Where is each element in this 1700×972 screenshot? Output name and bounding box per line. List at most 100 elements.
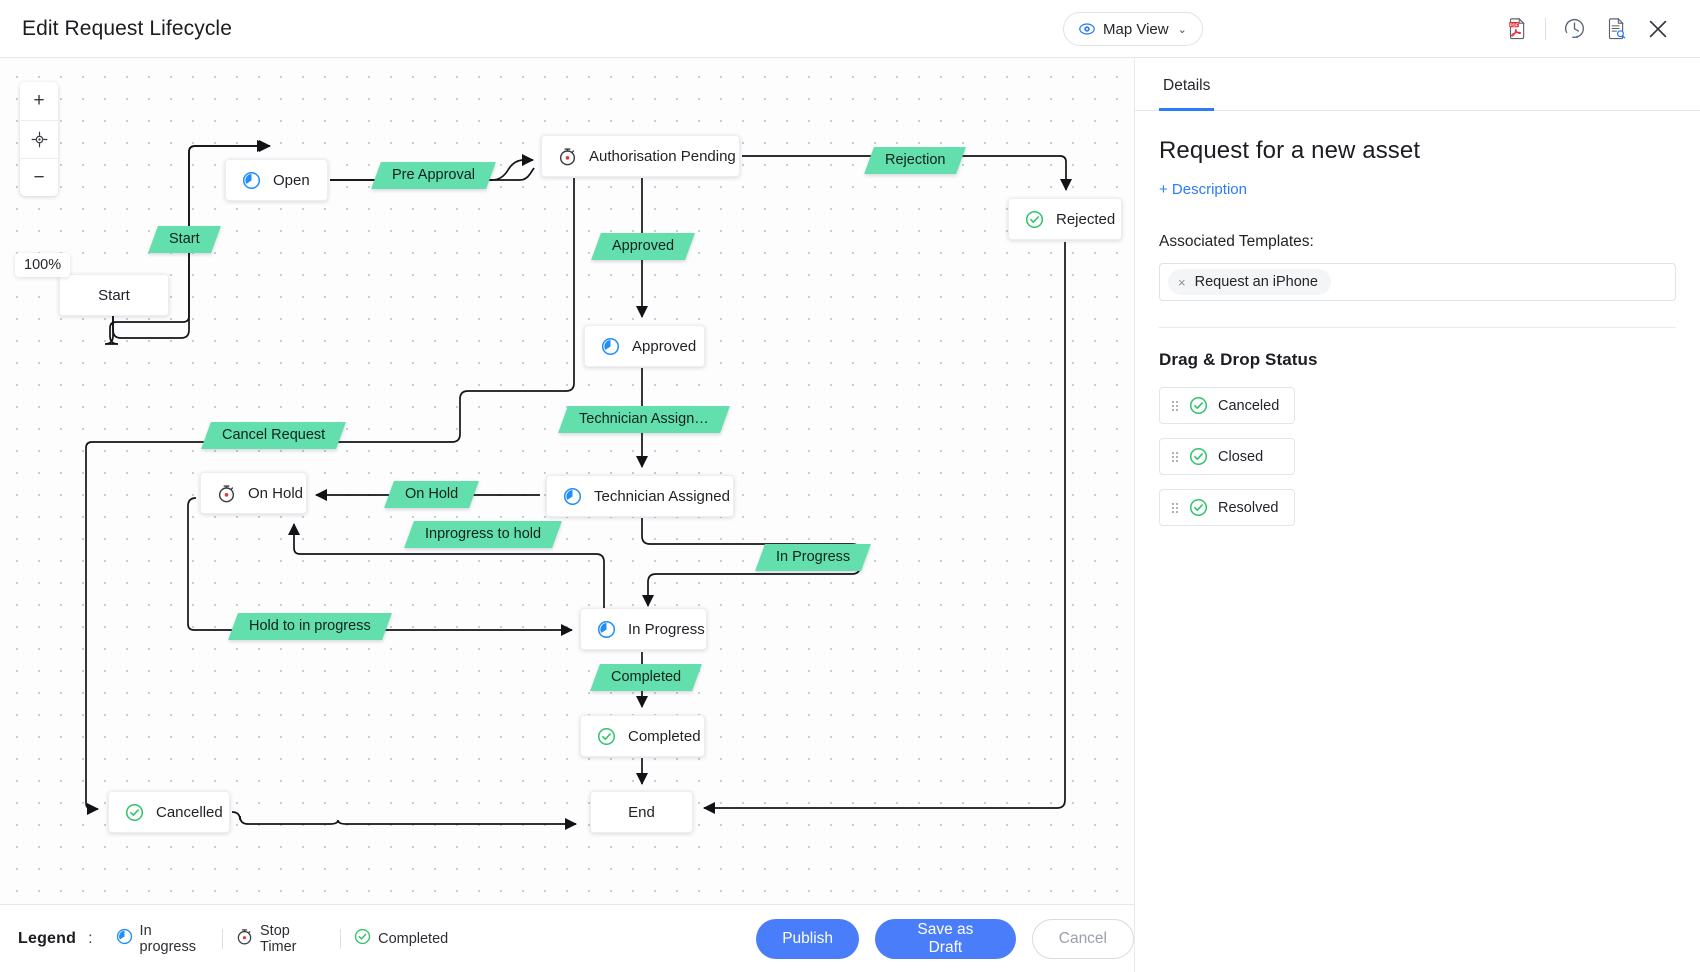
save-as-draft-button[interactable]: Save as Draft bbox=[875, 918, 1016, 959]
completed-icon bbox=[354, 928, 371, 949]
node-start[interactable]: Start bbox=[59, 274, 169, 316]
node-techassign[interactable]: Technician Assigned bbox=[546, 475, 734, 517]
node-label: End bbox=[628, 803, 655, 821]
node-label: Authorisation Pending bbox=[589, 147, 736, 165]
legend-item-stop-timer: Stop Timer bbox=[223, 923, 340, 955]
node-cancelled[interactable]: Cancelled bbox=[108, 791, 230, 833]
drag-drop-item-label: Canceled bbox=[1218, 397, 1280, 414]
drag-handle-icon[interactable] bbox=[1171, 399, 1179, 412]
zoom-level-indicator: 100% bbox=[15, 253, 71, 277]
panel-body: Request for a new asset + Description As… bbox=[1135, 111, 1700, 526]
in-progress-icon bbox=[242, 171, 261, 190]
completed-icon bbox=[1189, 396, 1208, 415]
drag-handle-icon[interactable] bbox=[1171, 450, 1179, 463]
legend-divider-2 bbox=[340, 928, 342, 949]
legend-item-completed: Completed bbox=[341, 928, 461, 949]
audit-document-icon[interactable] bbox=[1596, 9, 1636, 49]
node-label: In Progress bbox=[628, 620, 705, 638]
cancel-button[interactable]: Cancel bbox=[1031, 918, 1134, 959]
in-progress-icon bbox=[597, 620, 616, 639]
node-label: Approved bbox=[632, 337, 697, 355]
drag-drop-item-closed[interactable]: Closed bbox=[1159, 438, 1295, 475]
completed-icon bbox=[125, 803, 144, 822]
request-title: Request for a new asset bbox=[1159, 137, 1421, 164]
associated-templates-input[interactable]: × Request an iPhone bbox=[1159, 263, 1676, 301]
zoom-in-button[interactable]: + bbox=[33, 90, 45, 111]
node-open[interactable]: Open bbox=[225, 159, 328, 201]
edge-label-text: In Progress bbox=[776, 549, 851, 565]
node-end[interactable]: End bbox=[590, 791, 693, 833]
tab-details[interactable]: Details bbox=[1159, 77, 1215, 111]
lifecycle-canvas[interactable]: + − 100% bbox=[0, 58, 1134, 972]
page-title: Edit Request Lifecycle bbox=[22, 16, 232, 40]
edge-label-inprog-hold[interactable]: Inprogress to hold bbox=[404, 521, 562, 548]
header-icon-group: PDF bbox=[1497, 9, 1678, 49]
stop-timer-icon bbox=[558, 147, 577, 166]
edge-label-onhold-lbl[interactable]: On Hold bbox=[384, 481, 480, 508]
publish-button[interactable]: Publish bbox=[756, 918, 860, 959]
edge-label-preapproval[interactable]: Pre Approval bbox=[371, 162, 496, 189]
node-label: Rejected bbox=[1056, 210, 1116, 228]
panel-divider bbox=[1159, 327, 1676, 328]
edge-label-text: Start bbox=[169, 231, 200, 247]
template-chip[interactable]: × Request an iPhone bbox=[1168, 269, 1331, 295]
edge-label-inprogress-lbl[interactable]: In Progress bbox=[755, 544, 872, 571]
node-label: On Hold bbox=[248, 484, 304, 502]
page-header: Edit Request Lifecycle Map View ⌄ PDF bbox=[0, 0, 1700, 58]
node-label: Open bbox=[273, 171, 310, 189]
node-rejected[interactable]: Rejected bbox=[1008, 198, 1122, 240]
legend-divider bbox=[222, 928, 223, 949]
details-panel: Details Request for a new asset + Descri… bbox=[1134, 58, 1700, 972]
stop-timer-icon bbox=[217, 484, 236, 503]
map-view-button[interactable]: Map View ⌄ bbox=[1063, 12, 1203, 46]
page-body: + − 100% bbox=[0, 58, 1700, 972]
legend-title: Legend bbox=[18, 929, 77, 947]
legend-label-completed: Completed bbox=[378, 930, 449, 947]
edge-label-rejection[interactable]: Rejection bbox=[864, 147, 967, 174]
node-authpend[interactable]: Authorisation Pending bbox=[541, 135, 740, 177]
edge-label-text: Hold to in progress bbox=[249, 618, 371, 634]
node-label: Completed bbox=[628, 727, 701, 745]
node-label: Technician Assigned bbox=[594, 487, 730, 505]
template-chip-label: Request an iPhone bbox=[1194, 274, 1318, 290]
remove-chip-icon[interactable]: × bbox=[1178, 274, 1186, 290]
edge-label-approved-lbl[interactable]: Approved bbox=[591, 233, 695, 260]
history-icon[interactable] bbox=[1554, 9, 1594, 49]
drag-handle-icon[interactable] bbox=[1171, 501, 1179, 514]
edge-label-cancelreq[interactable]: Cancel Request bbox=[201, 422, 347, 449]
node-approved[interactable]: Approved bbox=[584, 325, 705, 367]
crosshair-icon bbox=[31, 131, 47, 148]
node-onhold[interactable]: On Hold bbox=[200, 472, 307, 514]
completed-icon bbox=[1025, 210, 1044, 229]
drag-drop-item-label: Resolved bbox=[1218, 499, 1279, 516]
add-description-link[interactable]: + Description bbox=[1159, 181, 1247, 198]
drag-drop-item-resolved[interactable]: Resolved bbox=[1159, 489, 1295, 526]
legend-label-in-progress: In progress bbox=[139, 922, 196, 955]
map-view-label: Map View bbox=[1103, 20, 1169, 38]
completed-icon bbox=[597, 727, 616, 746]
edge-label-techassign-lbl[interactable]: Technician Assign… bbox=[558, 406, 730, 433]
zoom-fit-button[interactable] bbox=[20, 120, 58, 158]
canvas-footer: Legend : In progress Stop Timer bbox=[0, 904, 1134, 972]
legend: Legend : In progress Stop Timer bbox=[0, 923, 461, 955]
edge-label-start-lbl[interactable]: Start bbox=[148, 226, 221, 253]
associated-templates-label: Associated Templates: bbox=[1159, 233, 1314, 250]
edge-label-hold-inprog[interactable]: Hold to in progress bbox=[228, 613, 392, 640]
completed-icon bbox=[1189, 498, 1208, 517]
edge-label-text: Pre Approval bbox=[392, 167, 476, 183]
zoom-out-button[interactable]: − bbox=[20, 158, 58, 196]
node-completed[interactable]: Completed bbox=[580, 715, 705, 757]
in-progress-icon bbox=[563, 487, 582, 506]
chevron-down-icon: ⌄ bbox=[1177, 23, 1187, 36]
in-progress-icon bbox=[601, 337, 620, 356]
drag-drop-status-title: Drag & Drop Status bbox=[1159, 350, 1318, 369]
stop-timer-icon bbox=[236, 928, 253, 949]
svg-text:PDF: PDF bbox=[1509, 22, 1518, 27]
edge-label-completed-lbl[interactable]: Completed bbox=[590, 664, 703, 691]
panel-tab-bar: Details bbox=[1135, 58, 1700, 111]
close-icon[interactable] bbox=[1638, 9, 1678, 49]
drag-drop-item-canceled[interactable]: Canceled bbox=[1159, 387, 1295, 424]
node-inprogress[interactable]: In Progress bbox=[580, 608, 707, 650]
export-pdf-icon[interactable]: PDF bbox=[1497, 9, 1537, 49]
